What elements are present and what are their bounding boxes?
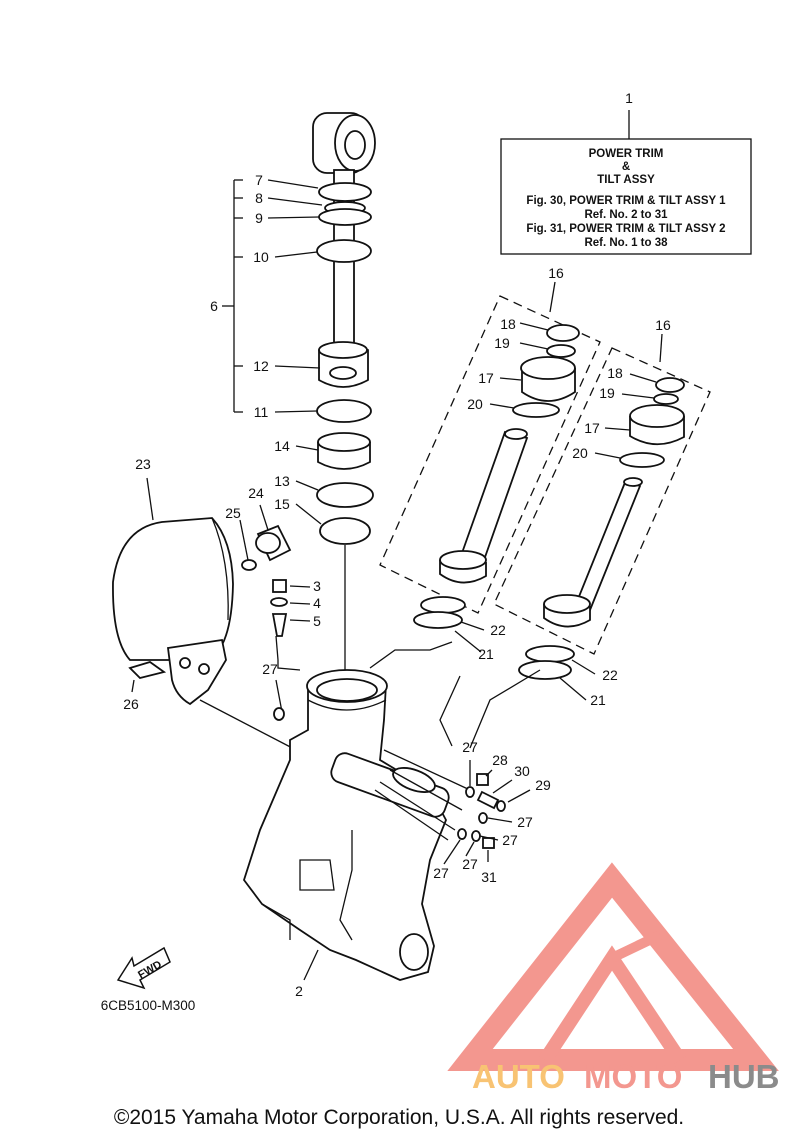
ref-label-4: 4 [313, 595, 321, 611]
ref-label-13: 13 [274, 473, 290, 489]
ref-label-27a: 27 [262, 661, 278, 677]
cylinder-kit-group-16a [379, 281, 601, 653]
ref-label-20a: 20 [467, 396, 483, 412]
ref-label-27b: 27 [462, 739, 478, 755]
ref-label-22b: 22 [602, 667, 618, 683]
callout-line1: POWER TRIM [589, 148, 664, 160]
assy-callout-box: 1 POWER TRIM & TILT ASSY Fig. 30, POWER … [500, 90, 752, 255]
callout-line3: TILT ASSY [597, 174, 655, 186]
ref-label-1: 1 [625, 90, 633, 106]
callout-fig30: Fig. 30, POWER TRIM & TILT ASSY 1 [526, 195, 726, 207]
ref-label-27c: 27 [517, 814, 533, 830]
ref-label-26: 26 [123, 696, 139, 712]
ref-label-31: 31 [481, 869, 497, 885]
ref-label-27f: 27 [433, 865, 449, 881]
ref-label-28: 28 [492, 752, 508, 768]
ref-label-20b: 20 [572, 445, 588, 461]
watermark-moto: MOTO [584, 1058, 682, 1095]
ref-label-17a: 17 [478, 370, 494, 386]
reservoir-23 [112, 477, 234, 706]
ref-label-24: 24 [248, 485, 264, 501]
tilt-rod-assembly [312, 112, 376, 672]
ref-label-16b: 16 [655, 317, 671, 333]
ref-label-22a: 22 [490, 622, 506, 638]
small-parts-27-31 [443, 760, 531, 865]
ref-label-18a: 18 [500, 316, 516, 332]
ref-label-21a: 21 [478, 646, 494, 662]
ref-label-27d: 27 [502, 832, 518, 848]
callout-bracket-6 [222, 179, 323, 525]
ref-label-11: 11 [254, 404, 269, 420]
ref-label-18b: 18 [607, 365, 623, 381]
ref-label-6: 6 [210, 298, 218, 314]
ref-label-2: 2 [295, 983, 303, 999]
cylinder-body-2 [199, 641, 541, 981]
callout-fig31: Fig. 31, POWER TRIM & TILT ASSY 2 [526, 223, 725, 235]
diagram-code: 6CB5100-M300 [101, 998, 196, 1013]
ref-label-30: 30 [514, 763, 530, 779]
fwd-arrow-icon: FWD [116, 946, 171, 990]
ref-label-19a: 19 [494, 335, 510, 351]
ref-label-12: 12 [253, 358, 269, 374]
ref-label-27e: 27 [462, 856, 478, 872]
ref-label-3: 3 [313, 578, 321, 594]
ref-label-5: 5 [313, 613, 321, 629]
ref-label-23: 23 [135, 456, 151, 472]
ref-label-9: 9 [255, 210, 263, 226]
ref-label-25: 25 [225, 505, 241, 521]
ref-label-19b: 19 [599, 385, 615, 401]
cylinder-kit-group-16b [493, 333, 711, 701]
callout-line2: & [622, 161, 630, 173]
ref-label-8: 8 [255, 190, 263, 206]
small-parts [128, 504, 311, 693]
ref-label-15: 15 [274, 496, 290, 512]
ref-label-14: 14 [274, 438, 290, 454]
watermark-hub: HUB [708, 1058, 780, 1095]
automotohub-logo-icon: AUTO MOTO HUB [447, 862, 780, 1095]
watermark-auto: AUTO [472, 1058, 565, 1095]
ref-label-10: 10 [253, 249, 269, 265]
ref-label-29: 29 [535, 777, 551, 793]
copyright-notice: ©2015 Yamaha Motor Corporation, U.S.A. A… [114, 1106, 684, 1129]
ref-label-16a: 16 [548, 265, 564, 281]
callout-ref1: Ref. No. 2 to 31 [584, 209, 668, 221]
ref-label-7: 7 [255, 172, 263, 188]
ref-label-21b: 21 [590, 692, 606, 708]
ref-label-17b: 17 [584, 420, 600, 436]
callout-ref2: Ref. No. 1 to 38 [584, 237, 668, 249]
